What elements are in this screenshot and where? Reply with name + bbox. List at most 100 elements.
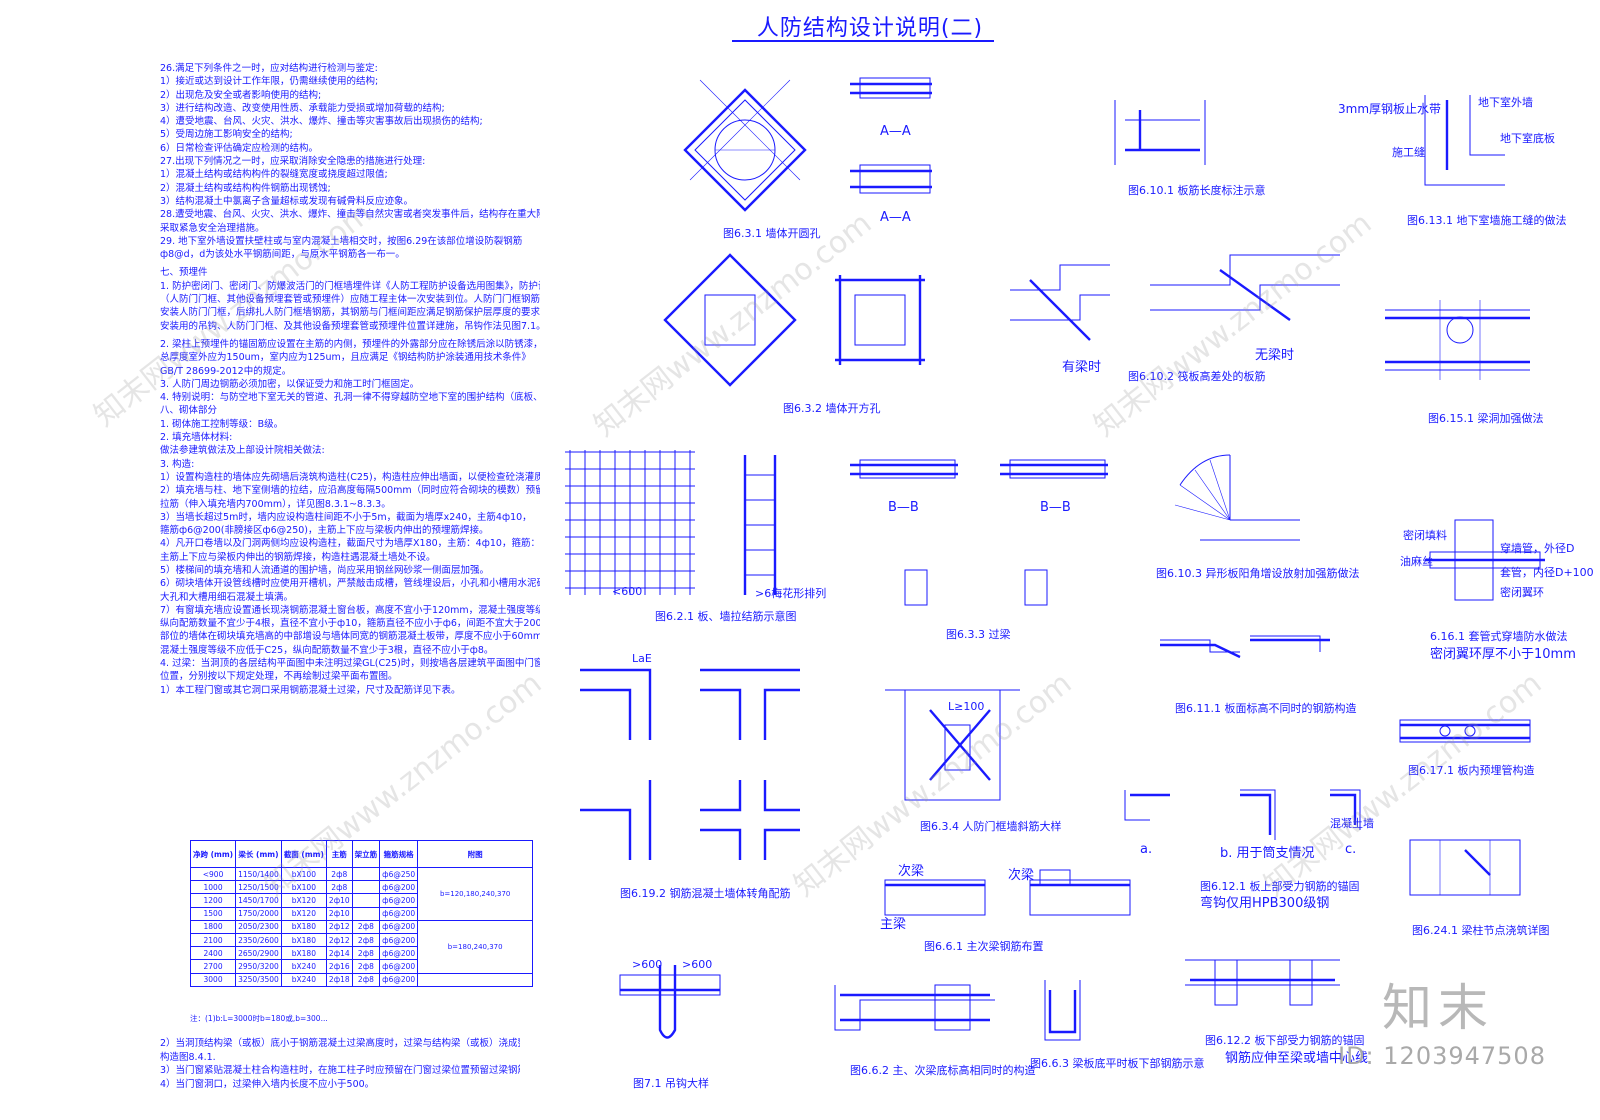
note-line: 1. 防护密闭门、密闭门、防爆波活门的门框墙埋件详《人防工程防护设备选用图集》，… bbox=[160, 280, 540, 292]
caption-632: 图6.3.2 墙体开方孔 bbox=[783, 402, 881, 415]
label-plum: >6梅花形排列 bbox=[755, 587, 827, 600]
label-concrete-wall: 混凝土墙 bbox=[1330, 817, 1374, 830]
design-notes-after: 2）当洞顶结构梁（或板）底小于钢筋混凝土过梁高度时，过梁与结构梁（或板）浇成整体… bbox=[160, 1037, 520, 1091]
section-label: b=180,240,370 bbox=[417, 919, 534, 974]
note-line: 29. 地下室外墙设置扶壁柱或与室内混凝土墙相交时，按图6.29在该部位增设防裂… bbox=[160, 235, 523, 247]
table-cell: 3000 bbox=[189, 972, 237, 987]
table-cell: ф6@200 bbox=[379, 972, 419, 987]
label-hook-note: 弯钩仅用HPB300级钢 bbox=[1200, 896, 1330, 911]
note-line: 总厚度室外应为150um，室内应为125um，且应满足《钢结构防护涂装通用技术条… bbox=[160, 352, 531, 364]
caption-662: 图6.6.2 主、次梁底标高相同时的构造 bbox=[850, 1064, 1036, 1077]
sheet-title: 人防结构设计说明(二) bbox=[756, 16, 984, 41]
caption-6103: 图6.10.3 异形板阳角增设放射加强筋做法 bbox=[1156, 567, 1360, 580]
caption-6102: 图6.10.2 筏板高差处的板筋 bbox=[1128, 370, 1266, 383]
note-line: 1）设置构造柱的墙体应先砌墙后浇筑构造柱(C25)，构造柱应伸出墙面，以便检查砼… bbox=[160, 471, 540, 483]
lintel-table-header: 净跨 (mm)梁长 (mm)截面 (mm)主筋架立筋箍筋规格附图 bbox=[189, 840, 534, 868]
caption-6101: 图6.10.1 板筋长度标注示意 bbox=[1128, 184, 1266, 197]
note-line: （人防门门框、其他设备预埋套管或预埋件）应随工程主体一次安装到位。人防门门框钢筋… bbox=[160, 294, 540, 306]
label-outer-wall: 地下室外墙 bbox=[1478, 96, 1533, 109]
note-line: GB/T 28699-2012中的规定。 bbox=[160, 365, 292, 377]
label-construction-joint: 施工缝 bbox=[1392, 146, 1425, 159]
caption-6171: 图6.17.1 板内预埋管构造 bbox=[1408, 764, 1535, 777]
caption-663: 图6.6.3 梁板底平时板下部钢筋示意 bbox=[1030, 1057, 1205, 1070]
detail-6192 bbox=[580, 668, 800, 860]
label-sealant: 密闭填料 bbox=[1403, 529, 1447, 542]
note-line: 1. 砌体施工控制等级：B级。 bbox=[160, 418, 284, 430]
note-line: 26.满足下列条件之一时，应对结构进行检测与鉴定: bbox=[160, 63, 378, 74]
label-waterstop: 3mm厚钢板止水带 bbox=[1338, 102, 1442, 116]
detail-aa bbox=[850, 77, 932, 194]
label-sub-b: b. 用于筒支情况 bbox=[1220, 846, 1315, 861]
detail-6122 bbox=[1185, 959, 1340, 1006]
detail-6103 bbox=[1174, 454, 1300, 541]
note-line: 3）进行结构改造、改变使用性质、承载能力受损或增加荷载的结构; bbox=[160, 102, 445, 114]
table-header-cell: 主筋 bbox=[325, 840, 353, 868]
label-pipe: 穿墙管，外径D bbox=[1500, 542, 1575, 555]
caption-6131: 图6.13.1 地下室墙施工缝的做法 bbox=[1407, 214, 1567, 227]
note-line: 箍筋ф6@200(非膀接区ф6@250)，主筋上下应与梁板内伸出的预埋筋焊接。 bbox=[160, 525, 489, 537]
detail-6111 bbox=[1160, 635, 1330, 659]
note-line: 6）砌块墙体开设管线槽时应使用开槽机，严禁敲击成槽，管线埋设后，小孔和小槽用水泥… bbox=[160, 578, 540, 590]
label-seal-ring-2: 密闭翼环 bbox=[1500, 586, 1544, 599]
label-dim-600b: >600 bbox=[682, 958, 713, 971]
label-sub-c: c. bbox=[1345, 842, 1357, 857]
caption-6151: 图6.15.1 梁洞加强做法 bbox=[1428, 412, 1544, 425]
note-line: 构造图8.4.1. bbox=[160, 1051, 216, 1063]
caption-6161: 6.16.1 套管式穿墙防水做法 bbox=[1430, 630, 1568, 643]
brand-logo: 知末 bbox=[1382, 979, 1494, 1037]
note-line: 混凝土强度等级不应低于C25，纵向配筋数量不宜少于3根，直径不应小于ф8。 bbox=[160, 644, 494, 656]
label-lg: L≥100 bbox=[948, 700, 985, 713]
lintel-table-note: 注：(1)b:L=3000时b=180或,b=300... bbox=[190, 1014, 328, 1023]
caption-6121: 图6.12.1 板上部受力钢筋的锚固 bbox=[1200, 880, 1360, 893]
table-cell: 2ф8 bbox=[351, 972, 381, 987]
note-line: 采取紧急安全治理措施。 bbox=[160, 222, 265, 234]
detail-6171 bbox=[1399, 719, 1531, 743]
note-line: 主筋上下应与梁板内伸出的钢筋焊接，构造柱遇混凝土墙处不设。 bbox=[160, 551, 436, 563]
detail-662 bbox=[834, 984, 995, 1031]
note-line: 7）有窗填充墙应设置通长现浇钢筋混凝土窗台板，高度不宜小于120mm，混凝土强度… bbox=[160, 604, 540, 616]
label-seal-ring: 密闭翼环厚不小于10mm bbox=[1430, 647, 1576, 662]
detail-6102 bbox=[1010, 254, 1340, 341]
label-no-beam: 无梁时 bbox=[1255, 348, 1295, 363]
detail-663 bbox=[1044, 980, 1081, 1041]
detail-6121 bbox=[1124, 789, 1361, 840]
caption-661: 图6.6.1 主次梁钢筋布置 bbox=[924, 940, 1044, 953]
note-line: 2）混凝土结构或结构构件钢筋出现锈蚀; bbox=[160, 182, 331, 194]
label-dim-600a: >600 bbox=[632, 958, 663, 971]
note-line: 拉筋（伸入填充墙内700mm），详见图8.3.1~8.3.3。 bbox=[160, 498, 391, 510]
note-line: 4. 特别说明：与防空地下室无关的管道、孔洞一律不得穿越防空地下室的围护结构（底… bbox=[160, 392, 540, 404]
note-line: 3. 构造: bbox=[160, 458, 195, 470]
label-bb-1: B—B bbox=[888, 500, 919, 515]
detail-632 bbox=[663, 253, 925, 387]
note-line: 27.出现下列情况之一时，应采取消除安全隐患的措施进行处理: bbox=[160, 156, 426, 168]
caption-634: 图6.3.4 人防门框墙斜筋大样 bbox=[920, 820, 1062, 833]
note-line: 2. 填充墙体材料: bbox=[160, 432, 233, 444]
label-lae: LaE bbox=[632, 652, 652, 665]
label-main-beam: 主梁 bbox=[880, 917, 907, 932]
caption-631: 图6.3.1 墙体开圆孔 bbox=[723, 227, 821, 240]
section-label-empty bbox=[417, 972, 534, 987]
label-bottom-slab: 地下室底板 bbox=[1500, 132, 1555, 145]
label-anchor-note: 钢筋应伸至梁或墙中心线 bbox=[1225, 1051, 1369, 1066]
note-line: 2）当洞顶结构梁（或板）底小于钢筋混凝土过梁高度时，过梁与结构梁（或板）浇成整体… bbox=[160, 1038, 520, 1049]
table-cell: 2ф18 bbox=[325, 972, 353, 987]
note-line: 位置，分别按以下规定处理，不再绘制过梁平面布置图。 bbox=[160, 671, 398, 683]
label-oil-hemp: 油麻丝 bbox=[1400, 555, 1433, 568]
label-with-beam: 有梁时 bbox=[1062, 360, 1102, 375]
note-line: 七、预埋件 bbox=[160, 267, 208, 279]
caption-6192: 图6.19.2 钢筋混凝土墙体转角配筋 bbox=[620, 887, 791, 900]
caption-633: 图6.3.3 过梁 bbox=[946, 628, 1011, 641]
detail-6241 bbox=[1409, 839, 1521, 896]
note-line: 28.遭受地震、台风、火灾、洪水、爆炸、撞击等自然灾害或者突发事件后，结构存在重… bbox=[160, 209, 540, 221]
note-line: 3）当墙长超过5m时，墙内应设构造柱间距不小于5m，截面为墙厚x240，主筋4ф… bbox=[160, 511, 532, 523]
detail-634 bbox=[885, 689, 1020, 801]
